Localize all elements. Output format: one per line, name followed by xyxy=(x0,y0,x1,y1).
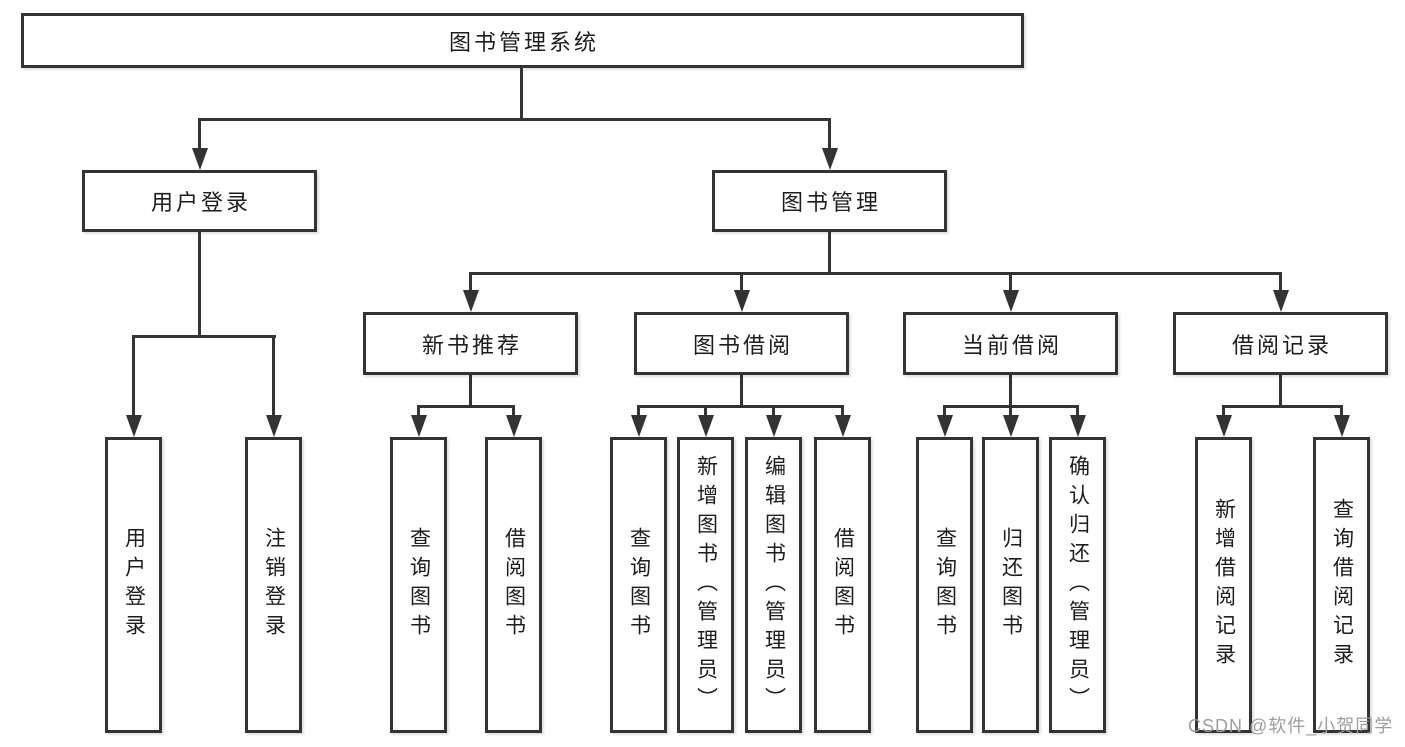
connector-login-drop xyxy=(132,335,135,415)
connector-records-rail xyxy=(1222,405,1343,408)
node-leaf-cb-return-books: 归还图书 xyxy=(982,437,1039,733)
arrow-to-bb-edit xyxy=(766,415,782,437)
connector-drop xyxy=(1076,405,1079,417)
connector-userlogin-rail xyxy=(132,335,276,338)
connector-bookborrow-stem xyxy=(740,375,743,408)
arrow-to-bb-add xyxy=(698,415,714,437)
node-new-book-recommend: 新书推荐 xyxy=(363,312,578,375)
connector-root-stem xyxy=(520,68,523,121)
connector-drop xyxy=(772,405,775,417)
node-current-borrow: 当前借阅 xyxy=(903,312,1118,375)
connector-currentborrow-stem xyxy=(1009,375,1012,408)
connector-currentborrow-drop xyxy=(1009,272,1012,290)
node-leaf-nb-borrow-books: 借阅图书 xyxy=(485,437,542,733)
leaf-label: 新增借阅记录 xyxy=(1212,498,1236,672)
connector-level3-rail xyxy=(469,272,1281,275)
arrow-to-bb-borrow xyxy=(835,415,851,437)
arrow-to-cb-confirm xyxy=(1070,415,1086,437)
node-leaf-cb-query-books: 查询图书 xyxy=(916,437,973,733)
leaf-label: 查询借阅记录 xyxy=(1330,498,1354,672)
arrow-to-book-borrow xyxy=(734,290,750,312)
connector-level2-rail xyxy=(198,118,831,121)
leaf-label: 确认归还（管理员） xyxy=(1066,454,1090,716)
connector-drop xyxy=(1222,405,1225,417)
leaf-label: 查询图书 xyxy=(407,527,431,643)
arrow-to-nb-borrow xyxy=(506,415,522,437)
leaf-label: 新增图书（管理员） xyxy=(694,454,718,716)
connector-bookborrow-rail xyxy=(637,405,844,408)
connector-newbooks-drop xyxy=(469,272,472,290)
arrow-to-logout xyxy=(266,415,282,437)
node-leaf-logout: 注销登录 xyxy=(245,437,302,733)
connector-drop xyxy=(417,405,420,417)
connector-drop xyxy=(637,405,640,417)
node-leaf-rec-query-record: 查询借阅记录 xyxy=(1313,437,1370,733)
connector-logout-drop xyxy=(272,335,275,415)
connector-records-drop xyxy=(1279,272,1282,290)
arrow-to-rec-add xyxy=(1216,415,1232,437)
connector-drop xyxy=(943,405,946,417)
node-leaf-rec-add-record: 新增借阅记录 xyxy=(1195,437,1252,733)
leaf-label: 注销登录 xyxy=(262,527,286,643)
node-user-login: 用户登录 xyxy=(82,170,317,232)
node-leaf-nb-query-books: 查询图书 xyxy=(390,437,447,733)
node-leaf-cb-confirm-return-admin: 确认归还（管理员） xyxy=(1049,437,1106,733)
node-book-borrow: 图书借阅 xyxy=(634,312,849,375)
arrow-to-cb-return xyxy=(1003,415,1019,437)
arrow-to-book-mgmt xyxy=(822,148,838,170)
csdn-watermark: CSDN @软件_小贺同学 xyxy=(1188,716,1394,736)
connector-userlogin-drop xyxy=(198,118,201,148)
arrow-to-new-books xyxy=(463,290,479,312)
connector-userlogin-stem xyxy=(198,232,201,336)
connector-bookborrow-drop xyxy=(740,272,743,290)
arrow-to-user-login xyxy=(192,148,208,170)
node-leaf-bb-add-books-admin: 新增图书（管理员） xyxy=(677,437,734,733)
leaf-label: 用户登录 xyxy=(122,527,146,643)
arrow-to-rec-query xyxy=(1334,415,1350,437)
arrow-to-bb-query xyxy=(631,415,647,437)
connector-bookmgmt-drop xyxy=(828,118,831,148)
arrow-to-nb-query xyxy=(411,415,427,437)
node-leaf-bb-query-books: 查询图书 xyxy=(610,437,667,733)
leaf-label: 借阅图书 xyxy=(831,527,855,643)
connector-drop xyxy=(841,405,844,417)
arrow-to-login xyxy=(126,415,142,437)
connector-drop xyxy=(704,405,707,417)
connector-drop xyxy=(1340,405,1343,417)
connector-bookmgmt-stem xyxy=(828,232,831,275)
leaf-label: 归还图书 xyxy=(999,527,1023,643)
node-leaf-bb-edit-books-admin: 编辑图书（管理员） xyxy=(745,437,802,733)
arrow-to-borrow-records xyxy=(1273,290,1289,312)
leaf-label: 查询图书 xyxy=(627,527,651,643)
connector-newbooks-stem xyxy=(469,375,472,408)
node-leaf-user-login: 用户登录 xyxy=(105,437,162,733)
node-book-management: 图书管理 xyxy=(712,170,947,232)
leaf-label: 查询图书 xyxy=(933,527,957,643)
arrow-to-current-borrow xyxy=(1003,290,1019,312)
arrow-to-cb-query xyxy=(937,415,953,437)
connector-drop xyxy=(1009,405,1012,417)
node-library-system: 图书管理系统 xyxy=(21,13,1024,68)
node-borrow-records: 借阅记录 xyxy=(1173,312,1388,375)
leaf-label: 借阅图书 xyxy=(502,527,526,643)
leaf-label: 编辑图书（管理员） xyxy=(762,454,786,716)
connector-newbooks-rail xyxy=(417,405,515,408)
node-leaf-bb-borrow-books: 借阅图书 xyxy=(814,437,871,733)
connector-records-stem xyxy=(1279,375,1282,408)
connector-drop xyxy=(512,405,515,417)
